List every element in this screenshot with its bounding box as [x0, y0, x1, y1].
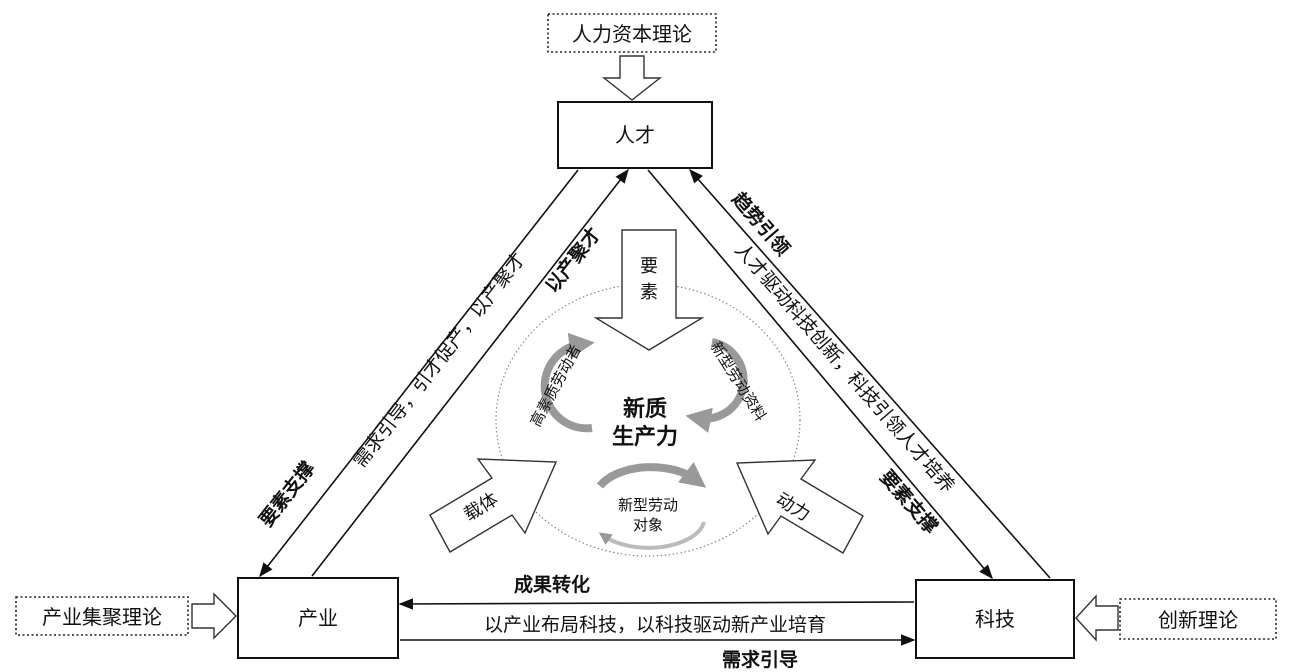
object-cycle-arrow — [596, 462, 707, 489]
theory-human-capital: 人力资本理论 — [547, 13, 717, 53]
theory-innovation: 创新理论 — [1119, 598, 1277, 640]
node-technology-label: 科技 — [975, 607, 1015, 631]
right-inner-arrow — [647, 169, 993, 580]
power-big-arrow — [735, 459, 864, 554]
center-title-line2: 生产力 — [612, 425, 678, 450]
object-label-line1: 新型劳动 — [618, 496, 678, 514]
node-industry: 产业 — [237, 577, 399, 659]
bottom-bottom-bold-label: 需求引导 — [722, 648, 798, 671]
node-industry-label: 产业 — [298, 606, 338, 630]
down-hollow-arrow — [601, 55, 663, 101]
theory-human-capital-label: 人力资本理论 — [572, 22, 692, 46]
bottom-top-arrow — [398, 598, 915, 610]
theory-industrial-cluster-label: 产业集聚理论 — [42, 605, 162, 629]
node-talent: 人才 — [557, 101, 713, 169]
left-inner-bold-label: 以产聚才 — [540, 223, 605, 297]
laborer-cycle-arrow — [540, 332, 595, 433]
left-hollow-arrow — [1075, 594, 1119, 642]
element-label-char2: 素 — [640, 282, 658, 303]
element-big-arrow — [593, 229, 705, 351]
bottom-middle-text: 以产业布局科技，以科技驱动新产业培育 — [484, 614, 826, 636]
theory-innovation-label: 创新理论 — [1158, 608, 1238, 632]
right-outer-arrow — [689, 168, 1051, 579]
center-title-line1: 新质 — [623, 396, 667, 422]
node-technology: 科技 — [915, 579, 1075, 659]
element-label-char1: 要 — [640, 256, 658, 277]
right-hollow-arrow — [191, 592, 237, 640]
object-label-line2: 对象 — [633, 516, 663, 534]
carrier-big-arrow — [429, 458, 558, 553]
means-cycle-arrow — [685, 338, 748, 433]
bottom-top-bold-label: 成果转化 — [514, 573, 590, 596]
object-cycle-arrow-lower — [598, 521, 706, 550]
left-inner-arrow — [311, 168, 629, 577]
node-talent-label: 人才 — [615, 123, 655, 147]
theory-industrial-cluster: 产业集聚理论 — [15, 596, 189, 636]
left-outer-bold-label: 要素支撑 — [254, 457, 319, 531]
left-outer-arrow — [259, 169, 579, 578]
